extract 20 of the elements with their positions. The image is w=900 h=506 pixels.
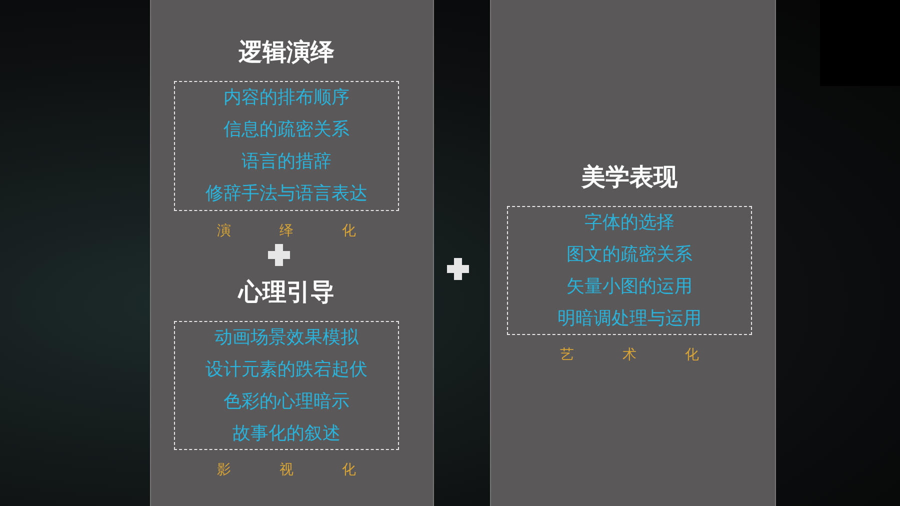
list-item: 修辞手法与语言表达 — [206, 182, 368, 206]
keyword-caption: 影 视 化 — [216, 461, 357, 479]
list-item: 语言的措辞 — [242, 150, 332, 174]
panel-background — [150, 0, 434, 506]
keyword-caption: 演 绎 化 — [216, 222, 357, 240]
list-item: 矢量小图的运用 — [566, 274, 692, 298]
keyword-caption: 艺 术 化 — [559, 346, 700, 364]
list-item: 动画场景效果模拟 — [214, 326, 358, 350]
list-item: 图文的疏密关系 — [566, 242, 692, 266]
section-heading: 逻辑演绎 — [238, 37, 336, 68]
list-item: 明暗调处理与运用 — [558, 306, 702, 330]
list-item: 色彩的心理暗示 — [224, 390, 350, 414]
panel-background — [490, 0, 776, 506]
list-item: 信息的疏密关系 — [224, 118, 350, 142]
list-item: 故事化的叙述 — [232, 422, 340, 446]
list-item: 内容的排布顺序 — [224, 86, 350, 110]
list-item: 设计元素的跌宕起伏 — [206, 358, 368, 382]
list-item: 字体的选择 — [584, 210, 674, 234]
section-heading: 美学表现 — [580, 162, 678, 193]
section-heading: 心理引导 — [236, 277, 336, 308]
